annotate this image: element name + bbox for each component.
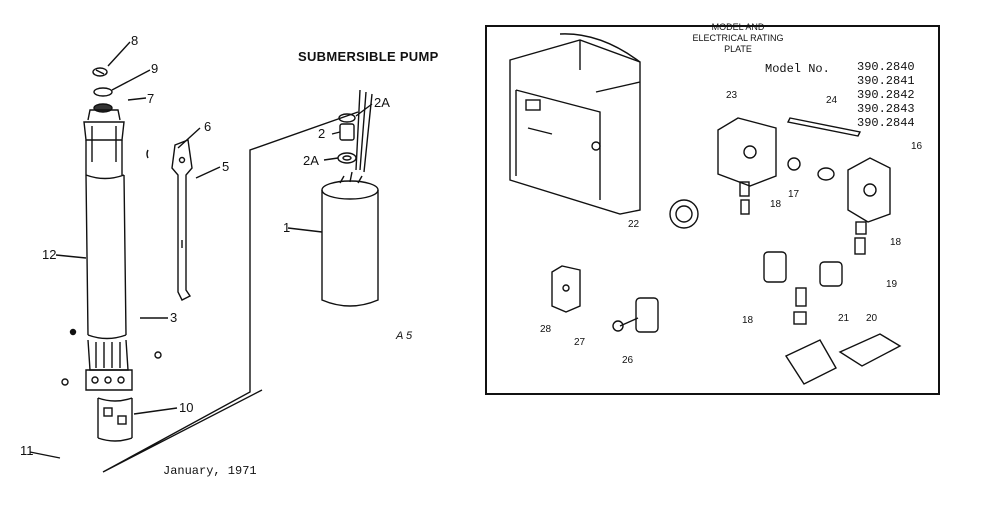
motor-drawing	[287, 89, 379, 307]
pump-body-drawing	[29, 41, 221, 459]
callout-21: 21	[838, 313, 850, 324]
callout-18: 18	[770, 199, 782, 210]
callout-22: 22	[628, 219, 640, 230]
plate-heading-line: MODEL AND	[711, 22, 765, 32]
model-number: 390.2841	[857, 74, 915, 88]
callout-12: 12	[42, 247, 57, 262]
callout-11: 11	[20, 443, 34, 458]
plate-heading-line: ELECTRICAL RATING	[692, 33, 784, 43]
diagram-note: A 5	[396, 330, 413, 342]
callout-20: 20	[866, 313, 878, 324]
callout-18: 18	[742, 315, 754, 326]
model-label: Model No.	[765, 62, 830, 76]
diagram-date: January, 1971	[163, 464, 257, 478]
callout-18: 18	[890, 237, 902, 248]
callout-10: 10	[179, 400, 194, 415]
control-box-frame	[485, 25, 940, 395]
model-number: 390.2842	[857, 88, 915, 102]
callout-8: 8	[131, 33, 139, 48]
callout-7: 7	[147, 91, 155, 106]
callout-3: 3	[170, 310, 178, 325]
callout-28: 28	[540, 324, 552, 335]
callout-17: 17	[788, 189, 800, 200]
callout-5: 5	[222, 159, 230, 174]
callout-19: 19	[886, 279, 898, 290]
model-number: 390.2840	[857, 60, 915, 74]
callout-2a: 2A	[374, 95, 390, 110]
plate-heading-line: PLATE	[724, 44, 752, 54]
diagram-title: SUBMERSIBLE PUMP	[298, 49, 439, 64]
callout-6: 6	[204, 119, 212, 134]
callout-27: 27	[574, 337, 586, 348]
control-box-parts	[509, 33, 902, 385]
callout-16: 16	[911, 141, 923, 152]
callout-1: 1	[283, 220, 291, 235]
callout-2a: 2A	[303, 153, 319, 168]
callout-24: 24	[826, 95, 838, 106]
callout-9: 9	[151, 61, 159, 76]
callout-2: 2	[318, 126, 326, 141]
bracket-drawing	[171, 139, 193, 301]
model-number: 390.2843	[857, 102, 915, 116]
rating-plate-heading: MODEL AND ELECTRICAL RATING PLATE	[668, 22, 808, 55]
group-connector-line	[102, 111, 359, 473]
callout-23: 23	[726, 90, 738, 101]
callout-26: 26	[622, 355, 634, 366]
model-number: 390.2844	[857, 116, 915, 130]
